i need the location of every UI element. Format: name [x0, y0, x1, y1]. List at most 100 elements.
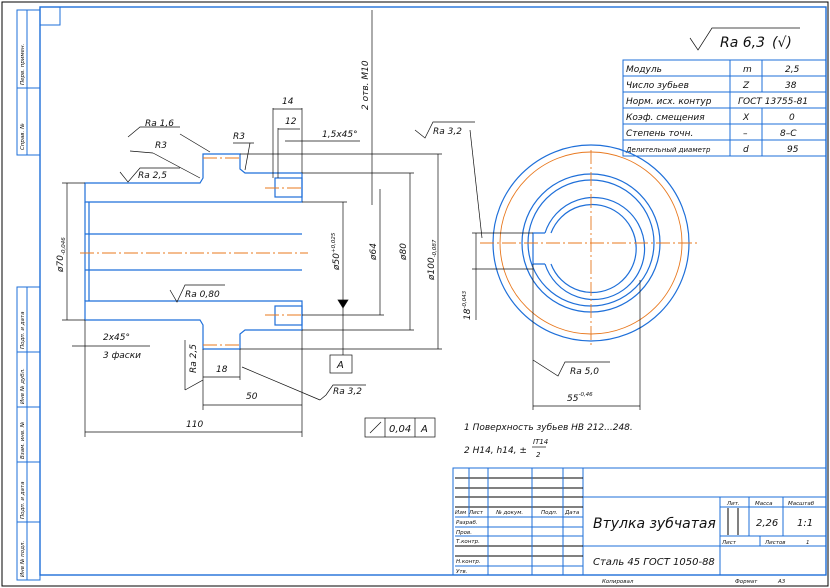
- label: 12: [285, 117, 297, 127]
- general-roughness: Ra 6,3 (√): [689, 27, 800, 51]
- label: ø70: [56, 255, 66, 273]
- label: Копировал: [602, 579, 634, 585]
- svg-text:ø100-0,087: ø100-0,087: [427, 239, 438, 281]
- label: 1:1: [797, 518, 813, 529]
- label: Делительный диаметр: [625, 146, 711, 154]
- table-row: Степень точн. – 8–С: [626, 129, 797, 139]
- label: Перв. примен.: [20, 43, 26, 85]
- svg-text:ø50+0,025: ø50+0,025: [331, 232, 342, 271]
- label: 3 фаски: [103, 351, 141, 361]
- label: Справ. №: [20, 123, 26, 150]
- label: Т.контр.: [456, 539, 480, 545]
- label: ø100: [427, 257, 437, 281]
- label: Инв № дубл.: [20, 368, 26, 404]
- label: Лист: [468, 510, 484, 516]
- label: 1 Поверхность зубьев HB 212...248.: [464, 423, 633, 433]
- svg-text:55-0,46: 55-0,46: [567, 392, 593, 404]
- left-stamp-top: Перв. примен. Справ. №: [16, 9, 41, 156]
- label: Ra 3,2: [333, 387, 362, 397]
- label: Ra 6,3: [720, 35, 765, 51]
- label: R3: [233, 132, 245, 142]
- label: 18: [216, 365, 228, 375]
- label: Ra 1,6: [145, 119, 174, 129]
- label: ø50: [332, 253, 342, 271]
- label: Пров.: [456, 530, 472, 536]
- label: 2: [536, 451, 541, 459]
- label: +0,025: [331, 232, 337, 253]
- label: 2 H14, h14, ±: [464, 446, 527, 456]
- label: IT14: [533, 438, 548, 446]
- label: Подп.: [541, 510, 558, 516]
- label: Z: [742, 81, 750, 91]
- label: Взам. инв. №: [20, 421, 26, 459]
- label: 0: [789, 113, 795, 123]
- label: Листов: [764, 540, 786, 546]
- label: ø64: [369, 243, 379, 261]
- label: –: [743, 129, 748, 139]
- label: X: [742, 113, 750, 123]
- end-view: 18-0,043 Ra 5,0 55-0,46: [462, 144, 700, 410]
- label: Инв № подл.: [20, 541, 26, 577]
- label: Формат: [735, 579, 758, 585]
- label: Подп. и дата: [20, 311, 26, 349]
- svg-text:ø70-0,046: ø70-0,046: [56, 237, 67, 273]
- table-row: Число зубьев Z 38: [626, 81, 797, 91]
- runout-tolerance-frame: 0,04 A: [364, 417, 436, 438]
- svg-text:18-0,043: 18-0,043: [462, 290, 473, 320]
- label: Дата: [564, 510, 580, 516]
- label: Изм: [455, 510, 466, 516]
- material: Сталь 45 ГОСТ 1050-88: [593, 557, 715, 568]
- label: 95: [787, 145, 799, 155]
- label: 55: [567, 394, 579, 404]
- label: 1: [806, 540, 810, 546]
- label: 38: [785, 81, 797, 91]
- label: Коэф. смещения: [626, 113, 705, 123]
- label: R3: [155, 141, 167, 151]
- label: ø80: [399, 243, 409, 261]
- label: Ra 5,0: [570, 367, 599, 377]
- label: 110: [186, 420, 203, 430]
- label: Модуль: [626, 65, 662, 75]
- label: m: [743, 65, 752, 75]
- technical-notes: 1 Поверхность зубьев HB 212...248. 2 H14…: [464, 423, 633, 459]
- section-view: A 0,04 A 14 12 1,5x45° 2 отв. M10 R3 R3 …: [56, 10, 483, 438]
- label: A: [336, 360, 344, 371]
- label: Степень точн.: [626, 129, 693, 139]
- label: -0,043: [462, 290, 468, 308]
- label: А3: [777, 579, 786, 585]
- label: Ra 2,5: [189, 344, 199, 373]
- label: 2,5: [785, 65, 800, 75]
- label: (√): [772, 35, 792, 51]
- drawing-title: Втулка зубчатая: [593, 516, 716, 532]
- label: Н.контр.: [456, 559, 481, 565]
- gear-parameters-table: Модуль m 2,5 Число зубьев Z 38 Норм. исх. ко…: [622, 59, 827, 157]
- label: ГОСТ 13755-81: [738, 97, 808, 107]
- label: Лит.: [726, 501, 740, 507]
- table-row: Модуль m 2,5: [626, 65, 800, 75]
- label: Ra 3,2: [433, 127, 462, 137]
- label: № докум.: [495, 510, 523, 516]
- label: A: [420, 424, 428, 435]
- label: Норм. исх. контур: [626, 97, 712, 107]
- label: -0,46: [578, 392, 593, 398]
- label: Ra 2,5: [138, 171, 167, 181]
- label: 2x45°: [103, 333, 130, 343]
- label: Подп. и дата: [20, 481, 26, 519]
- label: 18: [463, 308, 473, 320]
- label: 50: [246, 392, 258, 402]
- label: Утв.: [456, 569, 468, 575]
- label: Число зубьев: [626, 81, 689, 91]
- label: Масштаб: [788, 501, 815, 507]
- label: Разраб.: [456, 520, 478, 526]
- label: 0,04: [389, 424, 411, 435]
- title-block: Изм Лист № докум. Подп. Дата Разраб. Про…: [452, 467, 827, 585]
- corner-box: [39, 6, 61, 26]
- label: Масса: [755, 501, 773, 507]
- label: -0,087: [432, 239, 438, 257]
- label: 8–С: [780, 129, 797, 139]
- label: 14: [282, 97, 294, 107]
- label: Лист: [721, 540, 737, 546]
